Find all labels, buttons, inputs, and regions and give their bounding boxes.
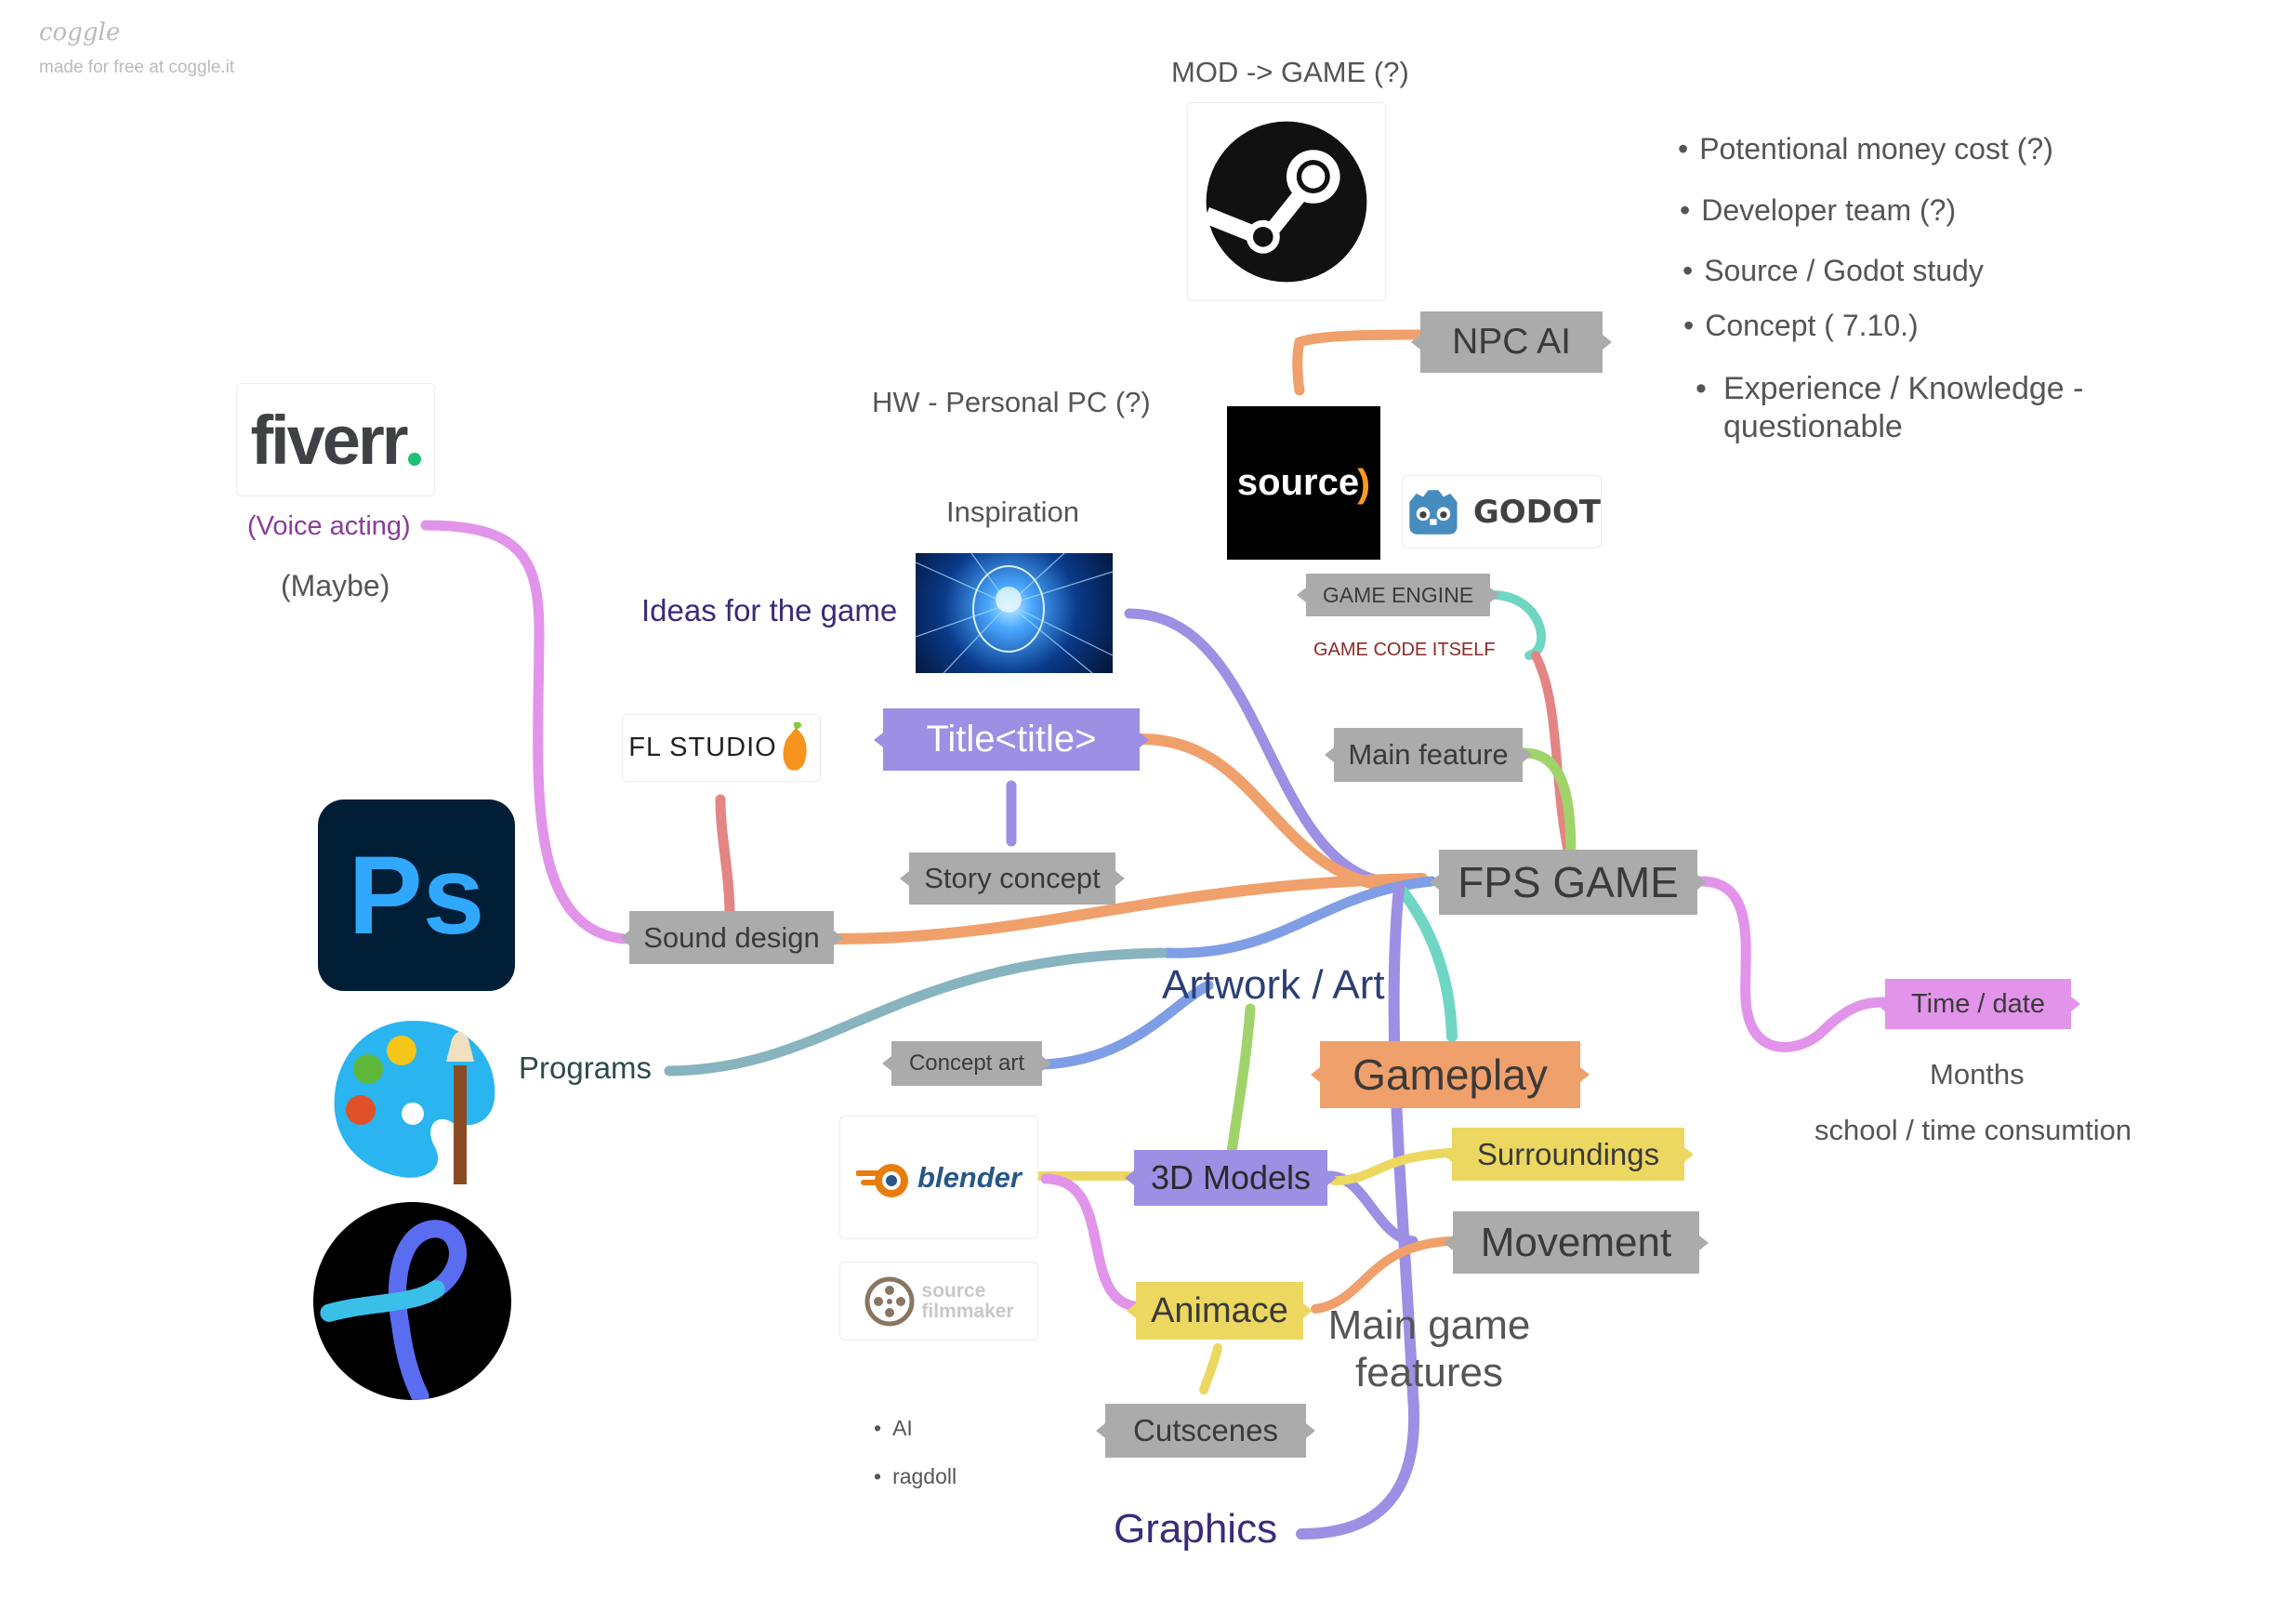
3d-models-node[interactable]: 3D Models: [1125, 1150, 1337, 1206]
hw-label: HW - Personal PC (?): [872, 386, 1151, 418]
surroundings-node[interactable]: Surroundings: [1443, 1128, 1694, 1181]
gameplay-node[interactable]: Gameplay: [1311, 1041, 1590, 1108]
link-fps-graphics: [1296, 882, 1420, 1539]
bullet-ragdoll: ragdoll: [874, 1464, 957, 1489]
link-voice-sound: [420, 520, 630, 945]
sound-design-node[interactable]: Sound design: [620, 911, 843, 964]
animace-node[interactable]: Animace: [1127, 1282, 1313, 1340]
fps-game-root-node[interactable]: FPS GAME: [1430, 850, 1707, 915]
procreate-icon: [320, 1220, 468, 1400]
godot-icon: [1409, 489, 1458, 535]
link-art-models: [1226, 1003, 1256, 1158]
steam-icon: [1203, 121, 1367, 283]
game-engine-node[interactable]: GAME ENGINE: [1297, 574, 1499, 616]
coggle-tagline: made for free at coggle.it: [39, 58, 235, 77]
fiverr-logo-box: fiverr: [236, 383, 435, 496]
main-feature-node[interactable]: Main feature: [1325, 728, 1532, 782]
bullet-ai: AI: [874, 1416, 913, 1441]
time-date-node[interactable]: Time / date: [1876, 979, 2080, 1029]
paint-app-logo-box: [313, 999, 511, 1197]
mod-game-label: MOD -> GAME (?): [1171, 56, 1409, 88]
link-models-animace: [1040, 1173, 1140, 1312]
link-programs-art: [664, 947, 1168, 1077]
link-code-fps: [1531, 651, 1576, 869]
link-conceptart-art: [1038, 980, 1214, 1070]
link-engine-loop: [1487, 590, 1546, 660]
blender-icon: [856, 1163, 909, 1197]
note-experience: • Experience / Knowledge - questionable: [1696, 371, 2084, 444]
palette-icon: [334, 1020, 495, 1184]
godot-logo-box: GODOT: [1402, 475, 1602, 548]
link-fps-npc: [1292, 329, 1442, 396]
link-ideas-fps: [1124, 608, 1414, 889]
note-money: Potentional money cost (?): [1678, 132, 2053, 166]
voice-acting-label: (Voice acting): [247, 511, 411, 541]
link-art-fps: [1161, 876, 1437, 958]
inspiration-image: [916, 553, 1113, 673]
link-fps-time: [1696, 876, 1888, 1052]
fl-fruit-icon: [783, 721, 807, 771]
procreate-logo: [313, 1202, 511, 1400]
npc-ai-node[interactable]: NPC AI: [1411, 311, 1612, 373]
school-label: school / time consumtion: [1814, 1114, 2132, 1146]
title-node[interactable]: Title<title>: [874, 708, 1149, 771]
fl-studio-logo-box: FL STUDIO: [622, 714, 821, 782]
graphics-label: Graphics: [1114, 1506, 1278, 1552]
game-code-label: GAME CODE ITSELF: [1313, 640, 1496, 660]
months-label: Months: [1930, 1058, 2025, 1090]
maybe-label: (Maybe): [281, 569, 390, 602]
note-study: Source / Godot study: [1682, 254, 1984, 288]
programs-label: Programs: [519, 1050, 653, 1085]
source-logo-swoosh: ): [1357, 460, 1371, 505]
link-animace-movement: [1311, 1236, 1455, 1314]
main-game-features-label: Main game features: [1327, 1302, 1531, 1395]
steam-logo-box: [1187, 102, 1386, 301]
cutscenes-node[interactable]: Cutscenes: [1096, 1404, 1315, 1458]
link-fps-gameplay: [1398, 887, 1458, 1042]
source-engine-logo: source ): [1227, 406, 1380, 560]
note-concept: Concept ( 7.10.): [1683, 309, 1918, 343]
film-reel-icon: [864, 1276, 915, 1326]
link-sound-fl: [715, 794, 735, 921]
ideas-label: Ideas for the game: [641, 593, 898, 628]
brain-network-icon: [916, 553, 1113, 673]
coggle-logo[interactable]: coggle: [39, 19, 121, 46]
link-sound-fps: [831, 873, 1428, 945]
artwork-label: Artwork / Art: [1162, 962, 1385, 1008]
movement-node[interactable]: Movement: [1444, 1211, 1709, 1274]
source-filmmaker-logo-box: source filmmaker: [839, 1262, 1038, 1341]
link-mainfeature-fps: [1519, 747, 1577, 870]
link-animace-cutscenes: [1199, 1343, 1222, 1394]
blender-logo-box: blender: [839, 1116, 1038, 1239]
fiverr-dot-icon: [407, 453, 421, 466]
inspiration-label: Inspiration: [946, 495, 1080, 528]
photoshop-logo: Ps: [318, 799, 515, 991]
story-concept-node[interactable]: Story concept: [900, 852, 1125, 905]
concept-art-node[interactable]: Concept art: [882, 1041, 1051, 1086]
link-models-surroundings: [1329, 1148, 1455, 1185]
note-team: Developer team (?): [1680, 193, 1956, 228]
